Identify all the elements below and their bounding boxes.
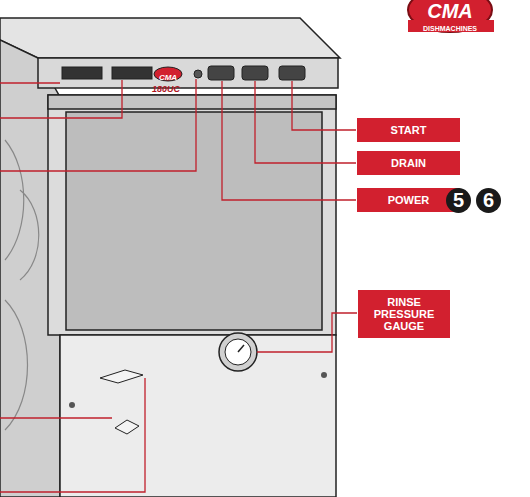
rinse-gauge (225, 339, 251, 365)
callout-label: POWER (357, 188, 460, 212)
machine-body (0, 18, 340, 497)
callout-label: START (357, 118, 460, 142)
panel-screws (69, 402, 75, 408)
machine-body (48, 95, 336, 335)
leader-lines (0, 80, 122, 118)
brand-tagline: DISHMACHINES (423, 25, 477, 33)
callout-label-text: DRAIN (391, 157, 426, 169)
control-panel-parts (154, 67, 182, 81)
leader-lines (0, 82, 60, 83)
control-panel-parts (208, 66, 234, 80)
machine-body (66, 112, 322, 330)
leader-lines (0, 79, 357, 492)
control-panel-parts (62, 66, 305, 81)
rinse-gauge (219, 333, 257, 371)
control-panel-parts (194, 70, 202, 78)
machine-body (38, 58, 338, 88)
side-labels (115, 420, 139, 434)
machine-logo-text: CMA (159, 73, 177, 82)
callout-number: 5 (446, 188, 471, 213)
leader-lines (292, 81, 356, 130)
model-number: 180UC (152, 84, 180, 94)
callout-label-text: START (391, 124, 427, 136)
callout-label: RINSE PRESSURE GAUGE (358, 290, 450, 338)
callout-number: 6 (476, 188, 501, 213)
control-panel-parts (242, 66, 268, 80)
callout-label-text: RINSE PRESSURE GAUGE (364, 296, 444, 332)
leader-lines (255, 81, 356, 163)
machine-body (48, 95, 336, 109)
side-labels (100, 370, 143, 434)
panel-screws (321, 372, 327, 378)
leader-lines (0, 378, 145, 492)
rinse-gauge (219, 333, 257, 371)
callout-number-text: 6 (483, 189, 494, 212)
rinse-gauge (238, 345, 244, 352)
machine-body (0, 18, 340, 58)
control-panel-parts (112, 67, 152, 79)
callout-number-text: 5 (453, 189, 464, 212)
leader-lines (257, 313, 357, 352)
control-panel-parts (279, 66, 305, 80)
leader-lines (0, 417, 112, 418)
machine-body (5, 140, 39, 430)
control-panel-parts (62, 67, 102, 79)
callout-label-text: POWER (388, 194, 430, 206)
brand-logo-text: CMA (427, 1, 473, 22)
machine-body (60, 335, 336, 497)
side-labels (100, 370, 143, 383)
leader-lines (0, 79, 196, 171)
callout-label: DRAIN (357, 151, 460, 175)
brand-logo (408, 0, 494, 32)
leader-lines (222, 81, 356, 200)
